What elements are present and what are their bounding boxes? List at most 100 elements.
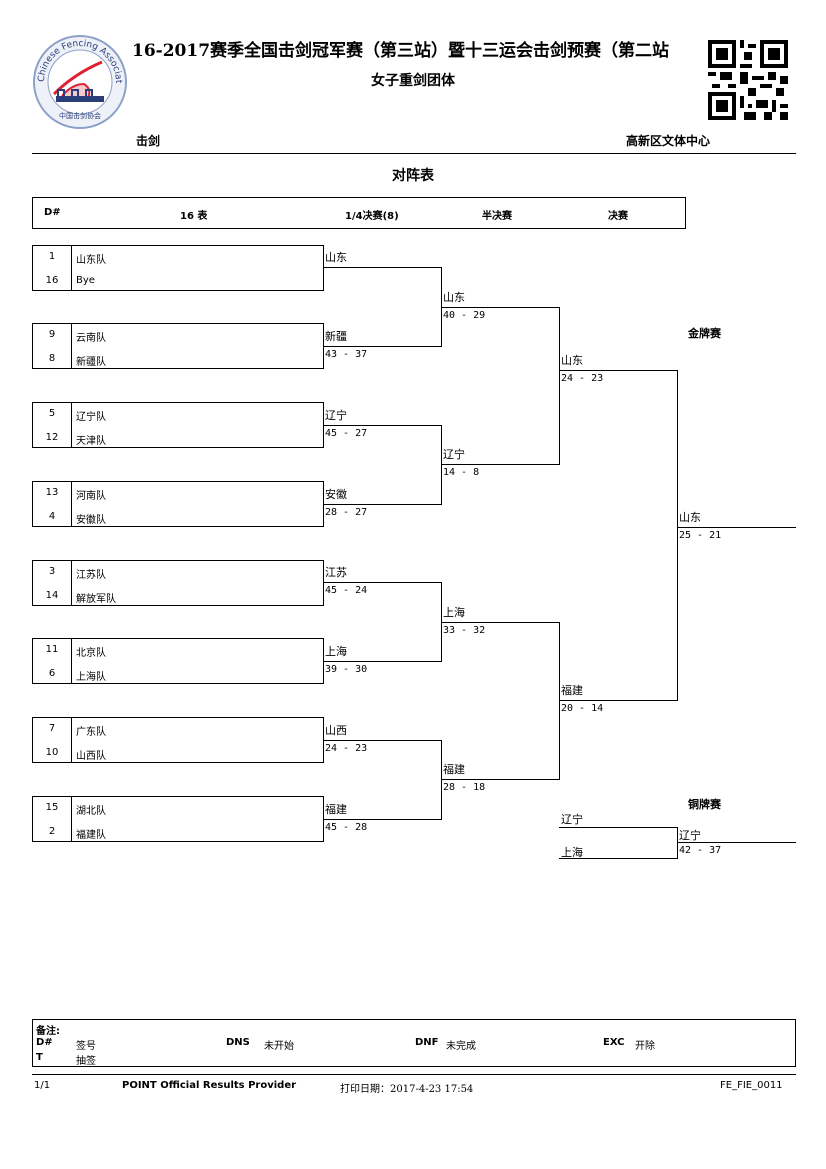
quarter-winner: 安徽 [325, 488, 347, 501]
seed-number: 5 [48, 408, 56, 419]
legend-desc: 未完成 [446, 1041, 476, 1052]
col-quarter: 1/4决赛(8) [345, 211, 399, 222]
gold-score: 25 - 21 [679, 530, 722, 541]
team-name: 云南队 [76, 333, 106, 344]
form-code: FE_FIE_0011 [720, 1080, 783, 1091]
quarter-score: 39 - 30 [325, 664, 368, 675]
semi-score: 14 - 8 [443, 467, 480, 478]
section-title: 对阵表 [392, 168, 434, 184]
quarter-winner: 福建 [325, 803, 347, 816]
legend-title: 备注: [36, 1026, 60, 1037]
quarter-score: 43 - 37 [325, 349, 368, 360]
quarter-score: 45 - 24 [325, 585, 368, 596]
final-score: 24 - 23 [561, 373, 604, 384]
legend-box [32, 1019, 796, 1067]
semi-winner: 山东 [443, 291, 465, 304]
bronze-team1: 辽宁 [561, 813, 583, 826]
team-name: 河南队 [76, 491, 106, 502]
quarter-score: 24 - 23 [325, 743, 368, 754]
bronze-winner: 辽宁 [679, 829, 701, 842]
quarter-winner: 辽宁 [325, 409, 347, 422]
team-name: 湖北队 [76, 806, 106, 817]
team-name: 北京队 [76, 648, 106, 659]
sport-label: 击剑 [136, 134, 161, 148]
quarter-winner: 山西 [325, 724, 347, 737]
seed-number: 12 [45, 432, 59, 443]
team-name: Bye [76, 275, 95, 286]
seed-number: 14 [45, 590, 59, 601]
match-box: 7 广东队 10 山西队 [32, 717, 324, 763]
bronze-match-label: 铜牌赛 [688, 798, 721, 811]
logo-cn-text: 中国击剑协会 [59, 111, 101, 120]
seed-number: 2 [48, 826, 56, 837]
legend-desc: 抽签 [76, 1056, 96, 1067]
provider-name: POINT Official Results Provider [122, 1080, 297, 1091]
team-name: 新疆队 [76, 357, 106, 368]
legend-code: DNS [226, 1037, 250, 1048]
col-semi: 半决赛 [482, 211, 512, 222]
col-seed: D# [44, 207, 61, 218]
match-box: 1 山东队 16 Bye [32, 245, 324, 291]
semi-score: 28 - 18 [443, 782, 486, 793]
team-name: 安徽队 [76, 515, 106, 526]
seed-number: 6 [48, 668, 56, 679]
quarter-score: 45 - 27 [325, 428, 368, 439]
quarter-winner: 上海 [325, 645, 347, 658]
match-box: 11 北京队 6 上海队 [32, 638, 324, 684]
quarter-winner: 山东 [325, 251, 347, 264]
legend-code: EXC [603, 1037, 625, 1048]
event-title: 16-2017赛季全国击剑冠军赛（第三站）暨十三运会击剑预赛（第二站 [132, 41, 670, 61]
semi-winner: 福建 [443, 763, 465, 776]
legend-code: DNF [415, 1037, 439, 1048]
match-box: 15 湖北队 2 福建队 [32, 796, 324, 842]
seed-number: 15 [45, 802, 59, 813]
column-header-bar [32, 197, 686, 229]
seed-number: 8 [48, 353, 56, 364]
team-name: 上海队 [76, 672, 106, 683]
seed-number: 4 [48, 511, 56, 522]
gold-winner: 山东 [679, 511, 701, 524]
seed-number: 11 [45, 644, 59, 655]
seed-number: 16 [45, 275, 59, 286]
legend-desc: 开除 [635, 1041, 655, 1052]
bronze-score: 42 - 37 [679, 845, 722, 856]
col-round16: 16 表 [180, 211, 208, 222]
seed-number: 1 [48, 251, 56, 262]
quarter-winner: 新疆 [325, 330, 347, 343]
footer-divider [32, 1074, 796, 1075]
match-box: 5 辽宁队 12 天津队 [32, 402, 324, 448]
page-number: 1/1 [34, 1080, 51, 1091]
team-name: 天津队 [76, 436, 106, 447]
association-logo: Chinese Fencing Association 中国击剑协会 [29, 27, 128, 130]
match-box: 13 河南队 4 安徽队 [32, 481, 324, 527]
match-box: 9 云南队 8 新疆队 [32, 323, 324, 369]
team-name: 山西队 [76, 751, 106, 762]
final-score: 20 - 14 [561, 703, 604, 714]
semi-score: 33 - 32 [443, 625, 486, 636]
match-box: 3 江苏队 14 解放军队 [32, 560, 324, 606]
semi-score: 40 - 29 [443, 310, 486, 321]
col-final: 决赛 [608, 211, 628, 222]
quarter-winner: 江苏 [325, 566, 347, 579]
bronze-team2: 上海 [561, 846, 583, 859]
event-subtitle: 女子重剑团体 [371, 73, 455, 89]
seed-number: 10 [45, 747, 59, 758]
legend-code: D# [36, 1037, 53, 1048]
quarter-score: 45 - 28 [325, 822, 368, 833]
seed-number: 9 [48, 329, 56, 340]
venue-label: 高新区文体中心 [626, 134, 711, 148]
final-winner: 山东 [561, 354, 583, 367]
legend-desc: 签号 [76, 1041, 96, 1052]
quarter-score: 28 - 27 [325, 507, 368, 518]
semi-winner: 上海 [443, 606, 465, 619]
semi-winner: 辽宁 [443, 448, 465, 461]
team-name: 江苏队 [76, 570, 106, 581]
seed-number: 7 [48, 723, 56, 734]
legend-code: T [36, 1052, 43, 1063]
final-winner: 福建 [561, 684, 583, 697]
header-divider [32, 153, 796, 154]
qr-code [708, 40, 788, 120]
gold-match-label: 金牌赛 [688, 327, 721, 340]
team-name: 解放军队 [76, 594, 116, 605]
seed-number: 3 [48, 566, 56, 577]
